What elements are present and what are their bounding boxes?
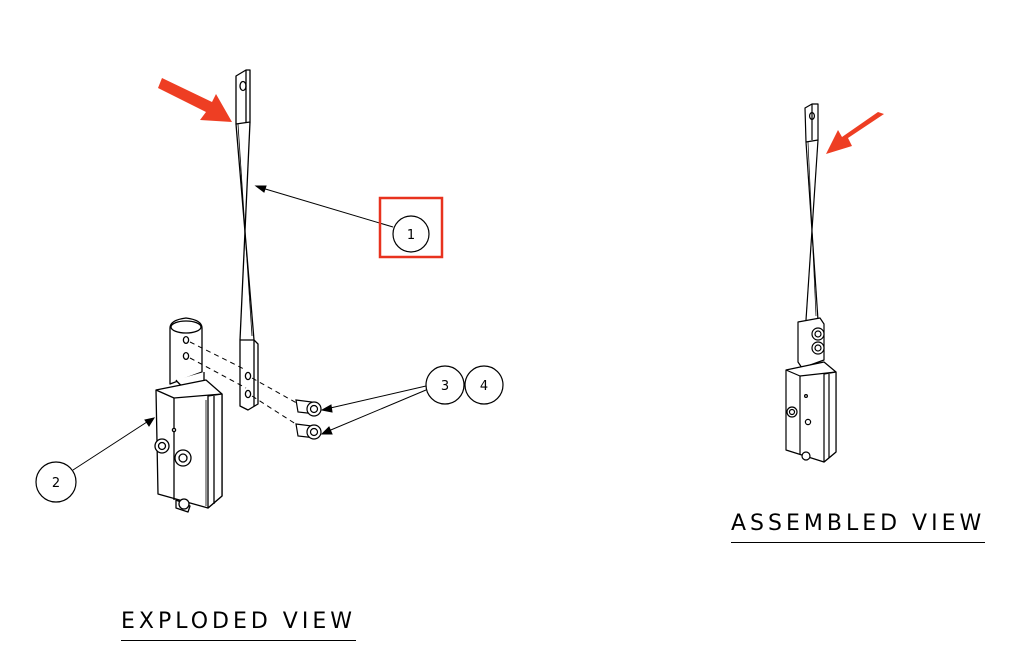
balloon-1: 1 [378, 196, 444, 259]
exploded-view-title: EXPLODED VIEW [121, 609, 356, 641]
balloon-2-label: 2 [52, 476, 60, 491]
alignment-lines [189, 341, 303, 429]
balloon-3: 3 [425, 365, 465, 405]
red-arrow-assembled [826, 112, 884, 154]
assembled-strip [804, 103, 819, 321]
red-arrow-exploded [158, 78, 232, 122]
exploded-view-title-underline [121, 639, 356, 641]
balloon-1-highlight [378, 196, 444, 259]
assembled-block [785, 317, 837, 463]
parts-3-4-screws [295, 399, 322, 440]
balloon-4: 4 [464, 365, 504, 405]
part-2-hinge-block [154, 317, 223, 513]
balloon-4-label: 4 [480, 379, 488, 394]
assembled-view-title-text: ASSEMBLED VIEW [731, 511, 986, 536]
assembled-view-title-underline [731, 541, 986, 543]
balloon-3-label: 3 [441, 379, 449, 394]
balloon-1-label: 1 [407, 228, 415, 243]
balloon-leaders [72, 185, 427, 471]
exploded-view-title-text: EXPLODED VIEW [121, 609, 356, 634]
part-1-twisted-strip [235, 69, 259, 411]
balloon-2: 2 [35, 461, 77, 503]
assembled-view-title: ASSEMBLED VIEW [731, 511, 986, 543]
